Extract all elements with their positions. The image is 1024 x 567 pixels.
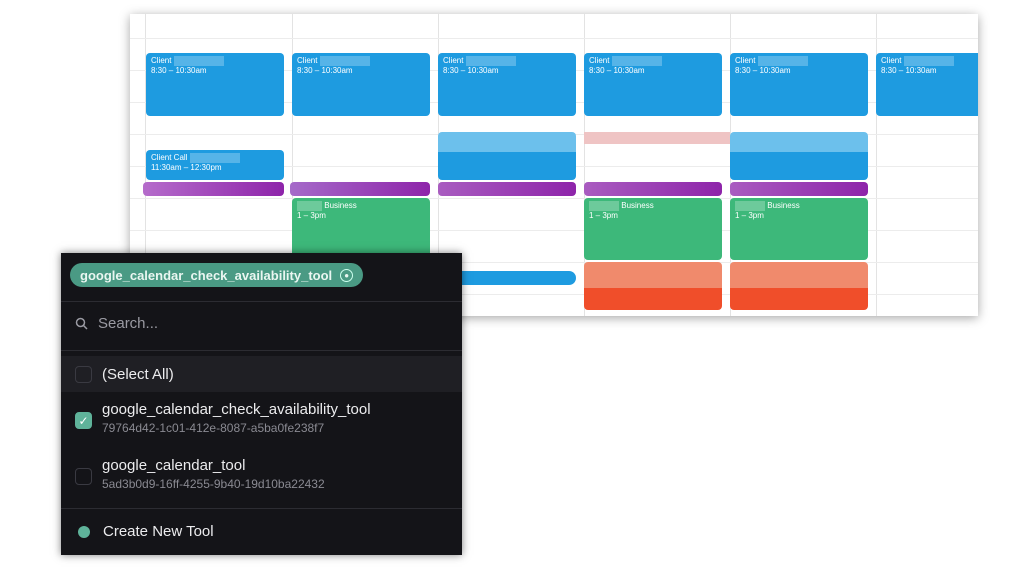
event-title: Client: [297, 56, 318, 66]
create-new-tool-label: Create New Tool: [103, 523, 214, 540]
event-time: 1 – 3pm: [735, 211, 764, 221]
calendar-event-redacted[interactable]: [730, 262, 868, 310]
search-placeholder: Search...: [98, 315, 159, 332]
event-time: 8:30 – 10:30am: [589, 66, 645, 76]
event-time: 1 – 3pm: [297, 211, 326, 221]
event-time: 11:30am – 12:30pm: [151, 163, 222, 173]
calendar-event-redacted[interactable]: [584, 132, 730, 144]
event-title: Client: [735, 56, 756, 66]
tool-name: google_calendar_tool: [102, 457, 246, 474]
event-title: Client: [151, 56, 172, 66]
tool-option[interactable]: google_calendar_tool 5ad3b0d9-16ff-4255-9…: [61, 457, 462, 491]
grid-line: [145, 14, 146, 316]
selected-tool-chip[interactable]: google_calendar_check_availability_tool …: [70, 263, 364, 287]
grid-line: [584, 14, 585, 316]
checkbox-unchecked[interactable]: [75, 468, 92, 485]
checkbox-checked[interactable]: ✓: [75, 412, 92, 429]
event-title: Client: [881, 56, 902, 66]
search-input[interactable]: Search...: [75, 315, 158, 332]
event-time: 8:30 – 10:30am: [297, 66, 353, 76]
create-new-tool-button[interactable]: Create New Tool: [61, 523, 462, 540]
calendar-event[interactable]: Client 8:30 – 10:30am: [584, 53, 722, 116]
select-all-label: (Select All): [102, 365, 174, 383]
divider: [61, 301, 462, 302]
event-title: Business: [767, 201, 800, 211]
select-all-checkbox[interactable]: [75, 365, 92, 383]
search-icon: [75, 317, 88, 330]
tool-id: 5ad3b0d9-16ff-4255-9b40-19d10ba22432: [102, 477, 325, 491]
grid-line: [130, 198, 978, 199]
event-title: Client: [589, 56, 610, 66]
event-time: 8:30 – 10:30am: [151, 66, 207, 76]
event-time: 8:30 – 10:30am: [443, 66, 499, 76]
tool-option[interactable]: ✓ google_calendar_check_availability_too…: [61, 401, 462, 435]
tool-picker-dropdown: google_calendar_check_availability_tool …: [61, 253, 462, 555]
calendar-event-redacted[interactable]: [584, 182, 722, 196]
tool-id: 79764d42-1c01-412e-8087-a5ba0fe238f7: [102, 421, 325, 435]
event-time: 8:30 – 10:30am: [735, 66, 791, 76]
calendar-event-redacted[interactable]: [143, 182, 284, 196]
event-title: Business: [324, 201, 357, 211]
grid-line: [292, 14, 293, 316]
calendar-event[interactable]: Client 8:30 – 10:30am: [730, 53, 868, 116]
remove-chip-icon[interactable]: ●: [340, 268, 354, 282]
event-time: 1 – 3pm: [589, 211, 618, 221]
event-title: Client: [443, 56, 464, 66]
calendar-event[interactable]: Client 8:30 – 10:30am: [438, 53, 576, 116]
plus-circle-icon: [78, 525, 90, 538]
calendar-event-redacted[interactable]: [730, 182, 868, 196]
calendar-event[interactable]: Client 8:30 – 10:30am: [292, 53, 430, 116]
calendar-event-redacted[interactable]: [584, 262, 722, 310]
event-time: 8:30 – 10:30am: [881, 66, 937, 76]
calendar-event-redacted[interactable]: [438, 182, 576, 196]
calendar-event[interactable]: Client 8:30 – 10:30am: [876, 53, 978, 116]
select-all-option[interactable]: (Select All): [61, 356, 462, 392]
tool-name: google_calendar_check_availability_tool: [102, 401, 371, 418]
calendar-event[interactable]: Client Call 11:30am – 12:30pm: [146, 150, 284, 180]
calendar-event-redacted[interactable]: [430, 271, 576, 285]
event-title: Business: [621, 201, 654, 211]
divider: [61, 508, 462, 509]
grid-line: [130, 38, 978, 39]
calendar-event-redacted[interactable]: [730, 132, 868, 180]
divider: [61, 350, 462, 351]
event-title: Client Call: [151, 153, 188, 163]
calendar-week-view: Client 8:30 – 10:30am Client 8:30 – 10:3…: [130, 14, 978, 316]
chip-label: google_calendar_check_availability_tool: [80, 267, 333, 283]
grid-line: [130, 230, 978, 231]
grid-line: [130, 294, 978, 295]
calendar-event[interactable]: Client 8:30 – 10:30am: [146, 53, 284, 116]
calendar-event-redacted[interactable]: [438, 132, 576, 180]
grid-line: [876, 14, 877, 316]
grid-line: [130, 262, 978, 263]
calendar-event-redacted[interactable]: [290, 182, 430, 196]
